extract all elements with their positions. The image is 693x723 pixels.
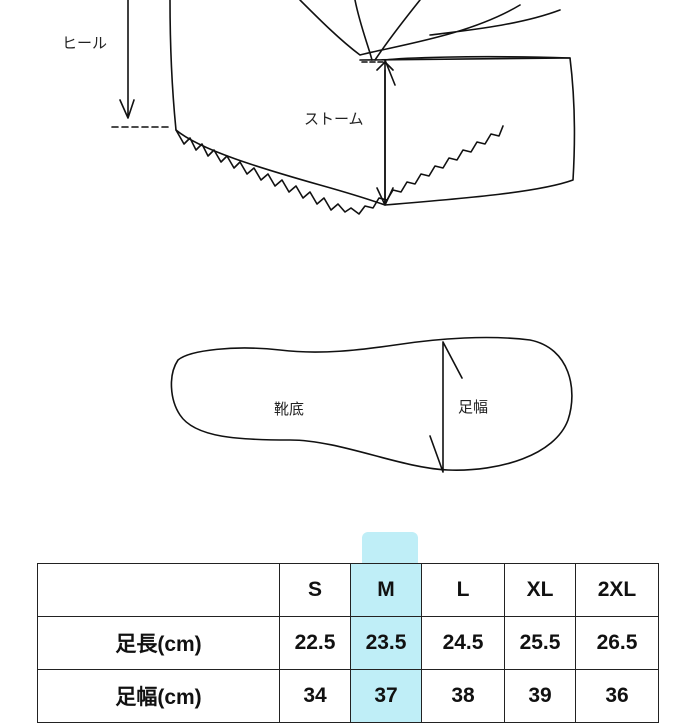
table-header-l: L xyxy=(421,563,505,617)
table-row: 足幅(cm) 34 37 38 39 36 xyxy=(37,669,659,723)
table-header-2xl: 2XL xyxy=(575,563,659,617)
selected-size-highlight xyxy=(362,532,418,564)
table-cell: 24.5 xyxy=(421,616,505,670)
shoe-strap xyxy=(299,0,561,61)
sole-label: 靴底 xyxy=(274,400,305,418)
table-cell: 39 xyxy=(504,669,576,723)
platform-top xyxy=(359,57,571,86)
table-cell: 36 xyxy=(575,669,659,723)
row-label: 足幅(cm) xyxy=(37,669,280,723)
table-cell: 34 xyxy=(279,669,351,723)
table-cell: 22.5 xyxy=(279,616,351,670)
table-header-row: S M L XL 2XL xyxy=(37,563,659,617)
shoe-side-outline xyxy=(169,0,576,206)
sole-outline xyxy=(170,336,573,471)
table-header-s: S xyxy=(279,563,351,617)
platform-label: ストーム xyxy=(304,110,364,128)
heel-label: ヒール xyxy=(62,34,108,52)
platform-arrow xyxy=(376,61,394,206)
table-row: 足長(cm) 22.5 23.5 24.5 25.5 26.5 xyxy=(37,616,659,670)
table-header-xl: XL xyxy=(504,563,576,617)
table-cell: 23.5 xyxy=(350,616,422,670)
table-header-corner xyxy=(37,563,280,617)
heel-arrow xyxy=(119,0,135,119)
width-arrow xyxy=(429,341,463,473)
table-cell: 26.5 xyxy=(575,616,659,670)
table-cell: 37 xyxy=(350,669,422,723)
width-label: 足幅 xyxy=(458,398,489,416)
size-table: S M L XL 2XL 足長(cm) 22.5 23.5 24.5 25.5 … xyxy=(37,563,659,723)
sole-zigzag xyxy=(175,125,504,215)
table-cell: 38 xyxy=(421,669,505,723)
row-label: 足長(cm) xyxy=(37,616,280,670)
table-header-m: M xyxy=(350,563,422,617)
table-cell: 25.5 xyxy=(504,616,576,670)
shoe-diagram xyxy=(111,0,576,473)
